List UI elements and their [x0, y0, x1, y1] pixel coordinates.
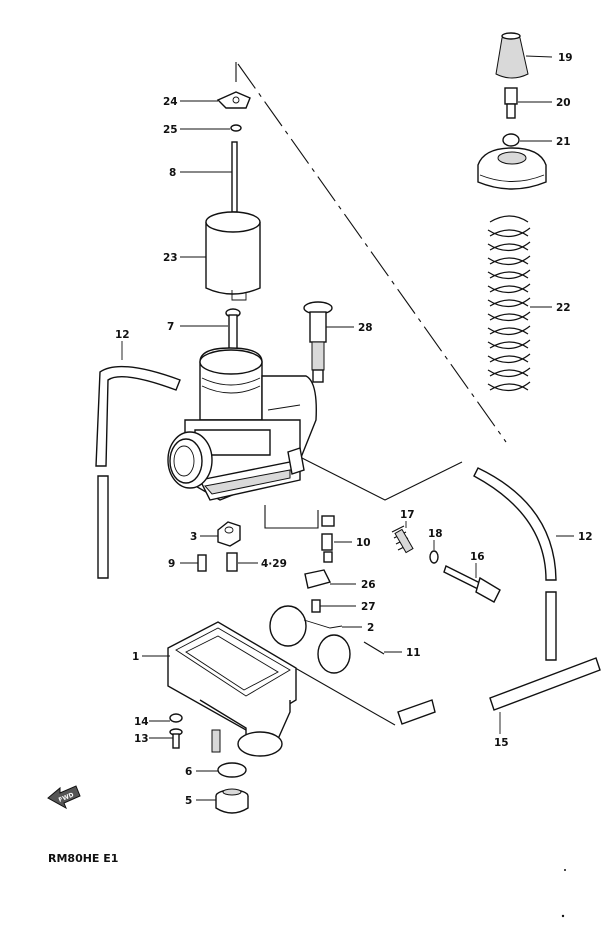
callout-28: 28	[358, 322, 373, 334]
part-air-screw	[443, 565, 501, 603]
callout-2: 2	[367, 622, 374, 634]
callout-15: 15	[494, 737, 509, 749]
part-adjuster	[504, 87, 518, 119]
part-o-ring-6	[217, 762, 247, 778]
callout-12-right: 12	[578, 531, 593, 543]
callout-7: 7	[167, 321, 174, 333]
callout-18: 18	[428, 528, 443, 540]
part-o-ring-18	[429, 550, 439, 564]
part-jet-needle	[231, 141, 238, 213]
callout-6: 6	[185, 766, 192, 778]
model-code: RM80HE E1	[48, 852, 118, 865]
part-carburetor-body	[167, 347, 317, 501]
callout-10: 10	[356, 537, 371, 549]
part-float-pin	[363, 641, 385, 655]
callout-19: 19	[558, 52, 573, 64]
callout-9: 9	[168, 558, 175, 570]
part-10	[321, 515, 335, 563]
callout-4-29: 4·29	[261, 558, 287, 570]
assembly-guide-lines	[235, 62, 507, 726]
callout-22: 22	[556, 302, 571, 314]
callout-23: 23	[163, 252, 178, 264]
callout-12-left: 12	[115, 329, 130, 341]
part-bolt-13	[169, 728, 183, 749]
scan-specks	[561, 869, 566, 918]
part-spring	[487, 215, 531, 392]
leader-lines	[121, 55, 574, 801]
callout-labels: 19 20 21 22 24 25 8 23 7 28 12 12 17 18 …	[115, 52, 593, 807]
callout-20: 20	[556, 97, 571, 109]
callout-8: 8	[169, 167, 176, 179]
part-float	[269, 605, 351, 674]
callout-21: 21	[556, 136, 571, 148]
callout-17: 17	[400, 509, 415, 521]
part-drain-plug	[215, 788, 249, 814]
part-nut-21	[502, 133, 520, 147]
part-washer-14	[169, 713, 183, 723]
callout-13: 13	[134, 733, 149, 745]
part-clip-plate	[216, 91, 251, 109]
part-float-chamber	[167, 621, 297, 757]
part-spring-17	[391, 525, 414, 554]
part-throttle-valve	[205, 211, 261, 301]
part-vent-hose	[397, 657, 601, 725]
callout-1: 1	[132, 651, 139, 663]
part-cap	[495, 32, 529, 79]
callout-26: 26	[361, 579, 376, 591]
part-plate-26	[304, 569, 332, 589]
part-starter-plunger	[303, 301, 333, 383]
part-nut-3	[217, 521, 241, 547]
part-e-ring	[230, 124, 242, 132]
part-screw-27	[311, 599, 321, 613]
part-main-jet	[226, 552, 238, 572]
callout-25: 25	[163, 124, 178, 136]
forward-arrow-icon: FWD	[47, 785, 81, 810]
callout-14: 14	[134, 716, 149, 728]
callout-24: 24	[163, 96, 178, 108]
part-overflow-hose-left	[95, 365, 181, 579]
callout-16: 16	[470, 551, 485, 563]
callout-5: 5	[185, 795, 192, 807]
part-9	[197, 554, 207, 572]
part-overflow-hose-right	[473, 467, 557, 661]
callout-27: 27	[361, 601, 376, 613]
callout-11: 11	[406, 647, 421, 659]
callout-3: 3	[190, 531, 197, 543]
part-top-cap	[477, 147, 547, 190]
